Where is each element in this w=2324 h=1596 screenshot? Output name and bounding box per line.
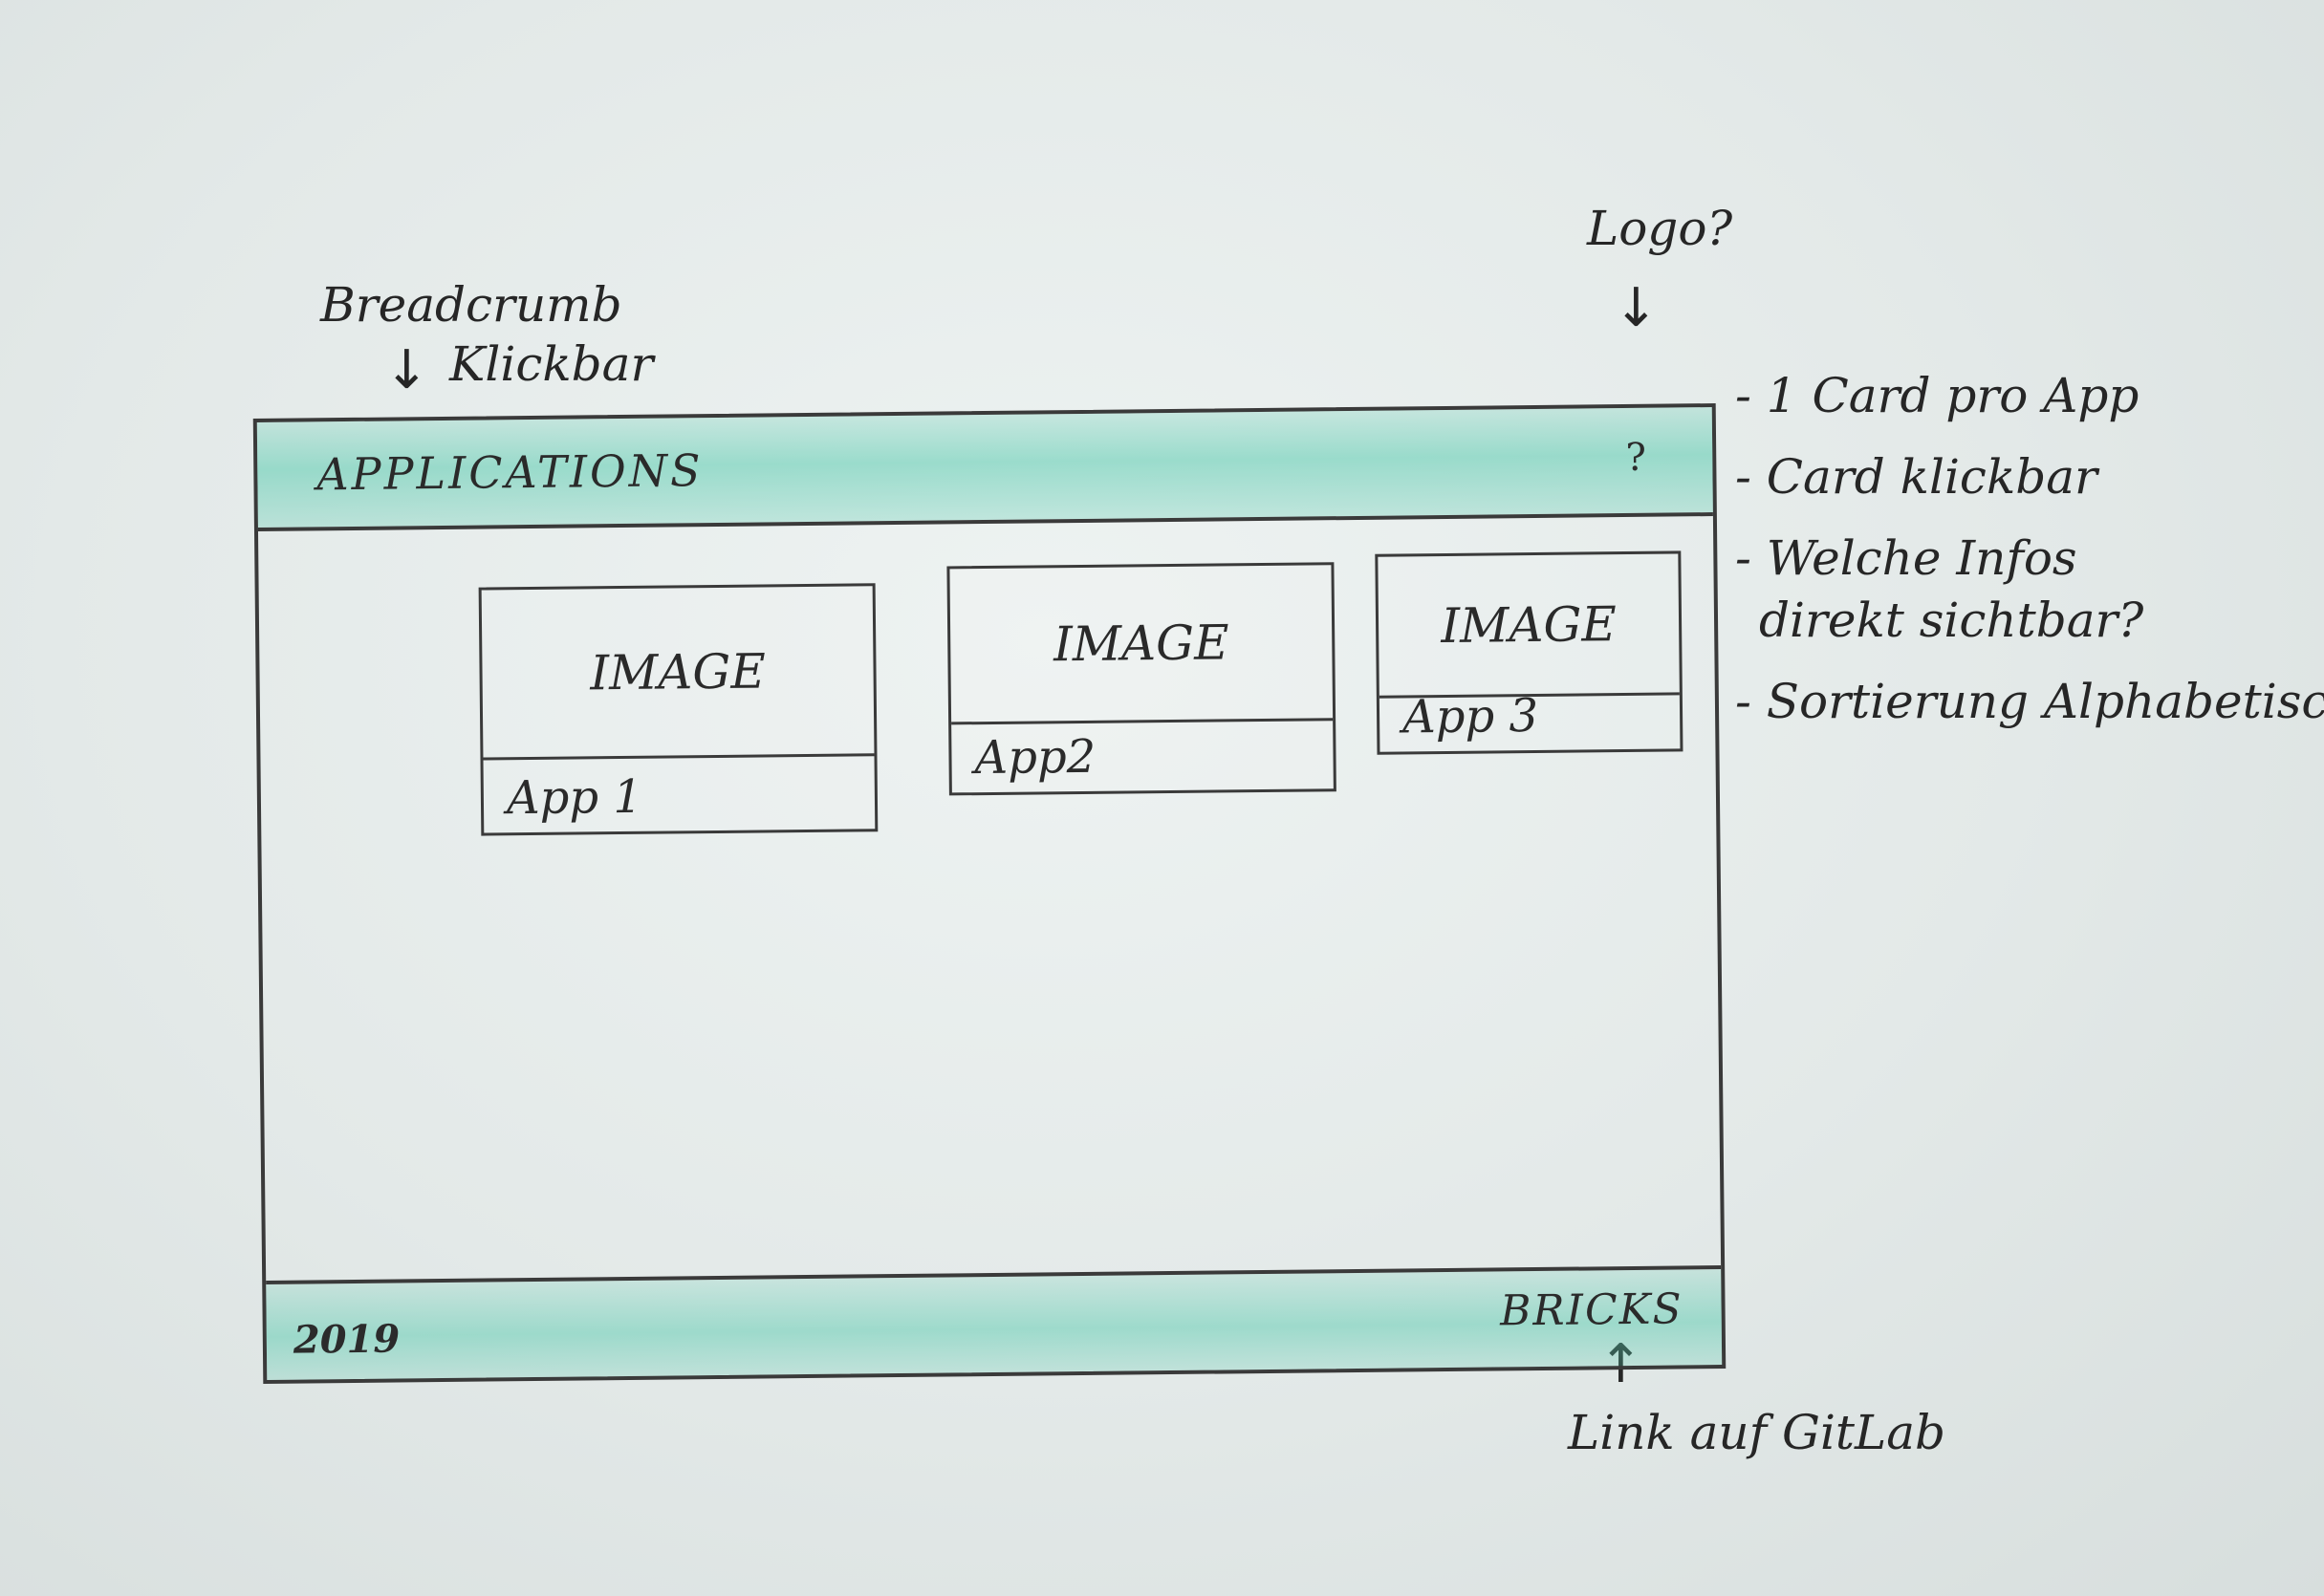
app-card-image: IMAGE (481, 586, 875, 761)
logo-arrow-icon: ↓ (1614, 277, 1659, 339)
app-card[interactable]: IMAGE App2 (946, 562, 1336, 796)
app-card-image: IMAGE (1378, 553, 1680, 699)
logo-placeholder: ? (1625, 435, 1647, 481)
logo-annotation: Logo? (1587, 201, 1733, 256)
footer-brand-link[interactable]: BRICKS (1499, 1284, 1683, 1336)
breadcrumb[interactable]: APPLICATIONS (316, 444, 704, 501)
footer-bar: 2019 BRICKS (266, 1265, 1723, 1380)
gitlab-link-note: Link auf GitLab (1568, 1405, 1946, 1460)
app-card[interactable]: IMAGE App 3 (1375, 550, 1683, 755)
app-window: APPLICATIONS ? IMAGE App 1 IMAGE App2 IM… (252, 403, 1727, 1384)
side-note-3: - Welche Infos (1735, 530, 2077, 586)
app-card-image-label: IMAGE (1053, 615, 1229, 673)
app-card-image: IMAGE (949, 565, 1334, 725)
app-card-name: App 3 (1401, 688, 1539, 744)
header-bar: APPLICATIONS ? (256, 407, 1713, 531)
side-note-4: direkt sichtbar? (1759, 593, 2144, 648)
app-card[interactable]: IMAGE App 1 (478, 583, 879, 836)
side-note-1: - 1 Card pro App (1735, 368, 2139, 423)
app-card-name: App2 (974, 729, 1097, 786)
breadcrumb-arrow-icon: ↓ (384, 339, 429, 401)
breadcrumb-clickable-note: Klickbar (449, 336, 654, 392)
app-card-image-label: IMAGE (1441, 595, 1618, 654)
footer-year: 2019 (293, 1316, 401, 1363)
breadcrumb-annotation: Breadcrumb (320, 277, 622, 333)
side-note-2: - Card klickbar (1735, 449, 2097, 505)
side-note-5: - Sortierung Alphabetisch (1735, 674, 2324, 729)
app-card-image-label: IMAGE (590, 642, 767, 701)
app-card-grid: IMAGE App 1 IMAGE App2 IMAGE App 3 (258, 512, 1716, 836)
app-card-name: App 1 (506, 769, 643, 826)
